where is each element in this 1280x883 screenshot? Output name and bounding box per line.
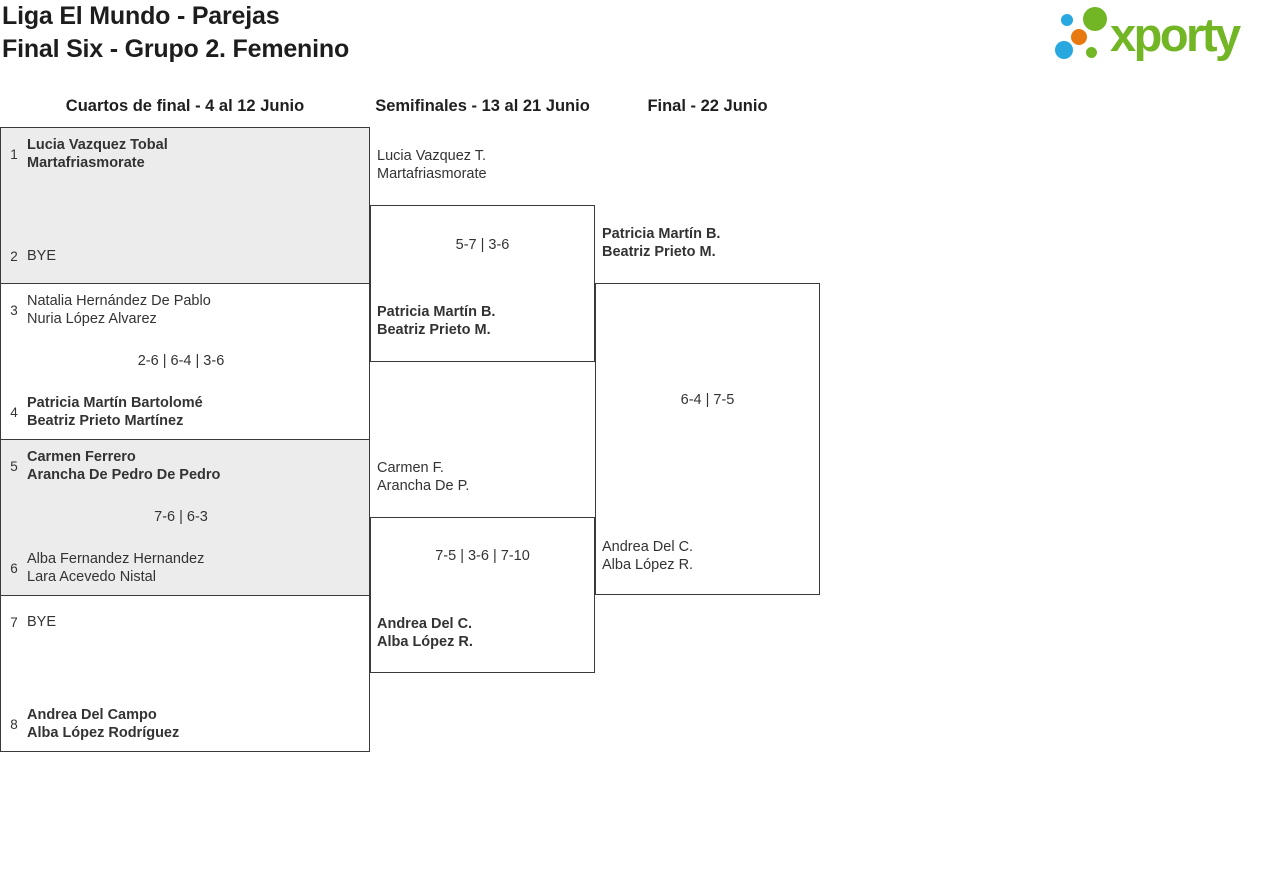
- semifinal2-team1: Carmen F. Arancha De P.: [377, 460, 470, 494]
- round-header-quarterfinals: Cuartos de final - 4 al 12 Junio: [65, 97, 305, 115]
- semifinal1-team2: Patricia Martín B. Beatriz Prieto M.: [377, 304, 496, 338]
- logo-dot-blue-medium-icon: [1055, 41, 1073, 59]
- logo-dot-blue-small-icon: [1061, 14, 1073, 26]
- match-score: 7-6 | 6-3: [154, 509, 208, 525]
- page-title: Liga El Mundo - Parejas Final Six - Grup…: [2, 0, 349, 66]
- seed-number: 7: [10, 614, 18, 630]
- seed-number: 1: [10, 146, 18, 162]
- quarterfinal-match-1[interactable]: 1 Lucia Vazquez Tobal Martafriasmorate 2…: [1, 128, 369, 284]
- round-header-semifinals: Semifinales - 13 al 21 Junio: [375, 97, 590, 115]
- logo-dot-orange-icon: [1071, 29, 1087, 45]
- team-slot: 8 Andrea Del Campo Alba López Rodríguez: [1, 706, 361, 742]
- team-players: Alba Fernandez Hernandez Lara Acevedo Ni…: [27, 551, 205, 585]
- group-name: Final Six - Grupo 2. Femenino: [2, 35, 350, 63]
- team-players: Patricia Martín Bartolomé Beatriz Prieto…: [27, 395, 203, 429]
- match-score: [1, 664, 361, 682]
- team-players: Lucia Vazquez Tobal Martafriasmorate: [27, 137, 168, 171]
- team-slot: 6 Alba Fernandez Hernandez Lara Acevedo …: [1, 550, 361, 586]
- final-team1: Patricia Martín B. Beatriz Prieto M.: [602, 226, 721, 260]
- quarterfinal-match-3[interactable]: 5 Carmen Ferrero Arancha De Pedro De Ped…: [1, 440, 369, 596]
- semifinal2-score: 7-5 | 3-6 | 7-10: [435, 548, 530, 564]
- semifinal-match-1[interactable]: [370, 205, 595, 362]
- seed-number: 5: [10, 458, 18, 474]
- tournament-name: Liga El Mundo - Parejas: [2, 2, 280, 30]
- quarterfinal-match-2[interactable]: 3 Natalia Hernández De Pablo Nuria López…: [1, 284, 369, 440]
- team-slot: 1 Lucia Vazquez Tobal Martafriasmorate: [1, 136, 361, 172]
- team-slot: 4 Patricia Martín Bartolomé Beatriz Prie…: [1, 394, 361, 430]
- team-players: Andrea Del Campo Alba López Rodríguez: [27, 707, 180, 741]
- match-score: 2-6 | 6-4 | 3-6: [137, 353, 225, 369]
- semifinal2-team2: Andrea Del C. Alba López R.: [377, 616, 473, 650]
- quarterfinal-match-4[interactable]: 7 BYE 8 Andrea Del Campo Alba López Rodr…: [1, 596, 369, 751]
- team-players: BYE: [27, 614, 57, 630]
- seed-number: 3: [10, 302, 18, 318]
- quarterfinals-column: 1 Lucia Vazquez Tobal Martafriasmorate 2…: [0, 127, 370, 752]
- round-header-final: Final - 22 Junio: [647, 97, 768, 115]
- seed-number: 6: [10, 560, 18, 576]
- semifinal-match-2[interactable]: [370, 517, 595, 673]
- match-score: [1, 196, 361, 214]
- final-score: 6-4 | 7-5: [680, 392, 735, 408]
- seed-number: 8: [10, 716, 18, 732]
- team-slot: 5 Carmen Ferrero Arancha De Pedro De Ped…: [1, 448, 361, 484]
- seed-number: 4: [10, 404, 18, 420]
- final-team2: Andrea Del C. Alba López R.: [602, 539, 694, 573]
- logo-wordmark: xporty: [1110, 8, 1241, 61]
- logo-dot-green-small-icon: [1086, 47, 1097, 58]
- semifinal1-team1: Lucia Vazquez T. Martafriasmorate: [377, 148, 487, 182]
- xporty-logo[interactable]: xporty: [1048, 4, 1276, 72]
- seed-number: 2: [10, 248, 18, 264]
- logo-dot-green-large-icon: [1083, 7, 1107, 31]
- team-slot: 2 BYE: [1, 238, 361, 274]
- team-slot: 3 Natalia Hernández De Pablo Nuria López…: [1, 292, 361, 328]
- team-slot: 7 BYE: [1, 604, 361, 640]
- team-players: Carmen Ferrero Arancha De Pedro De Pedro: [27, 449, 221, 483]
- team-players: BYE: [27, 248, 57, 264]
- final-match[interactable]: [595, 283, 820, 595]
- semifinal1-score: 5-7 | 3-6: [455, 237, 510, 253]
- team-players: Natalia Hernández De Pablo Nuria López A…: [27, 293, 211, 327]
